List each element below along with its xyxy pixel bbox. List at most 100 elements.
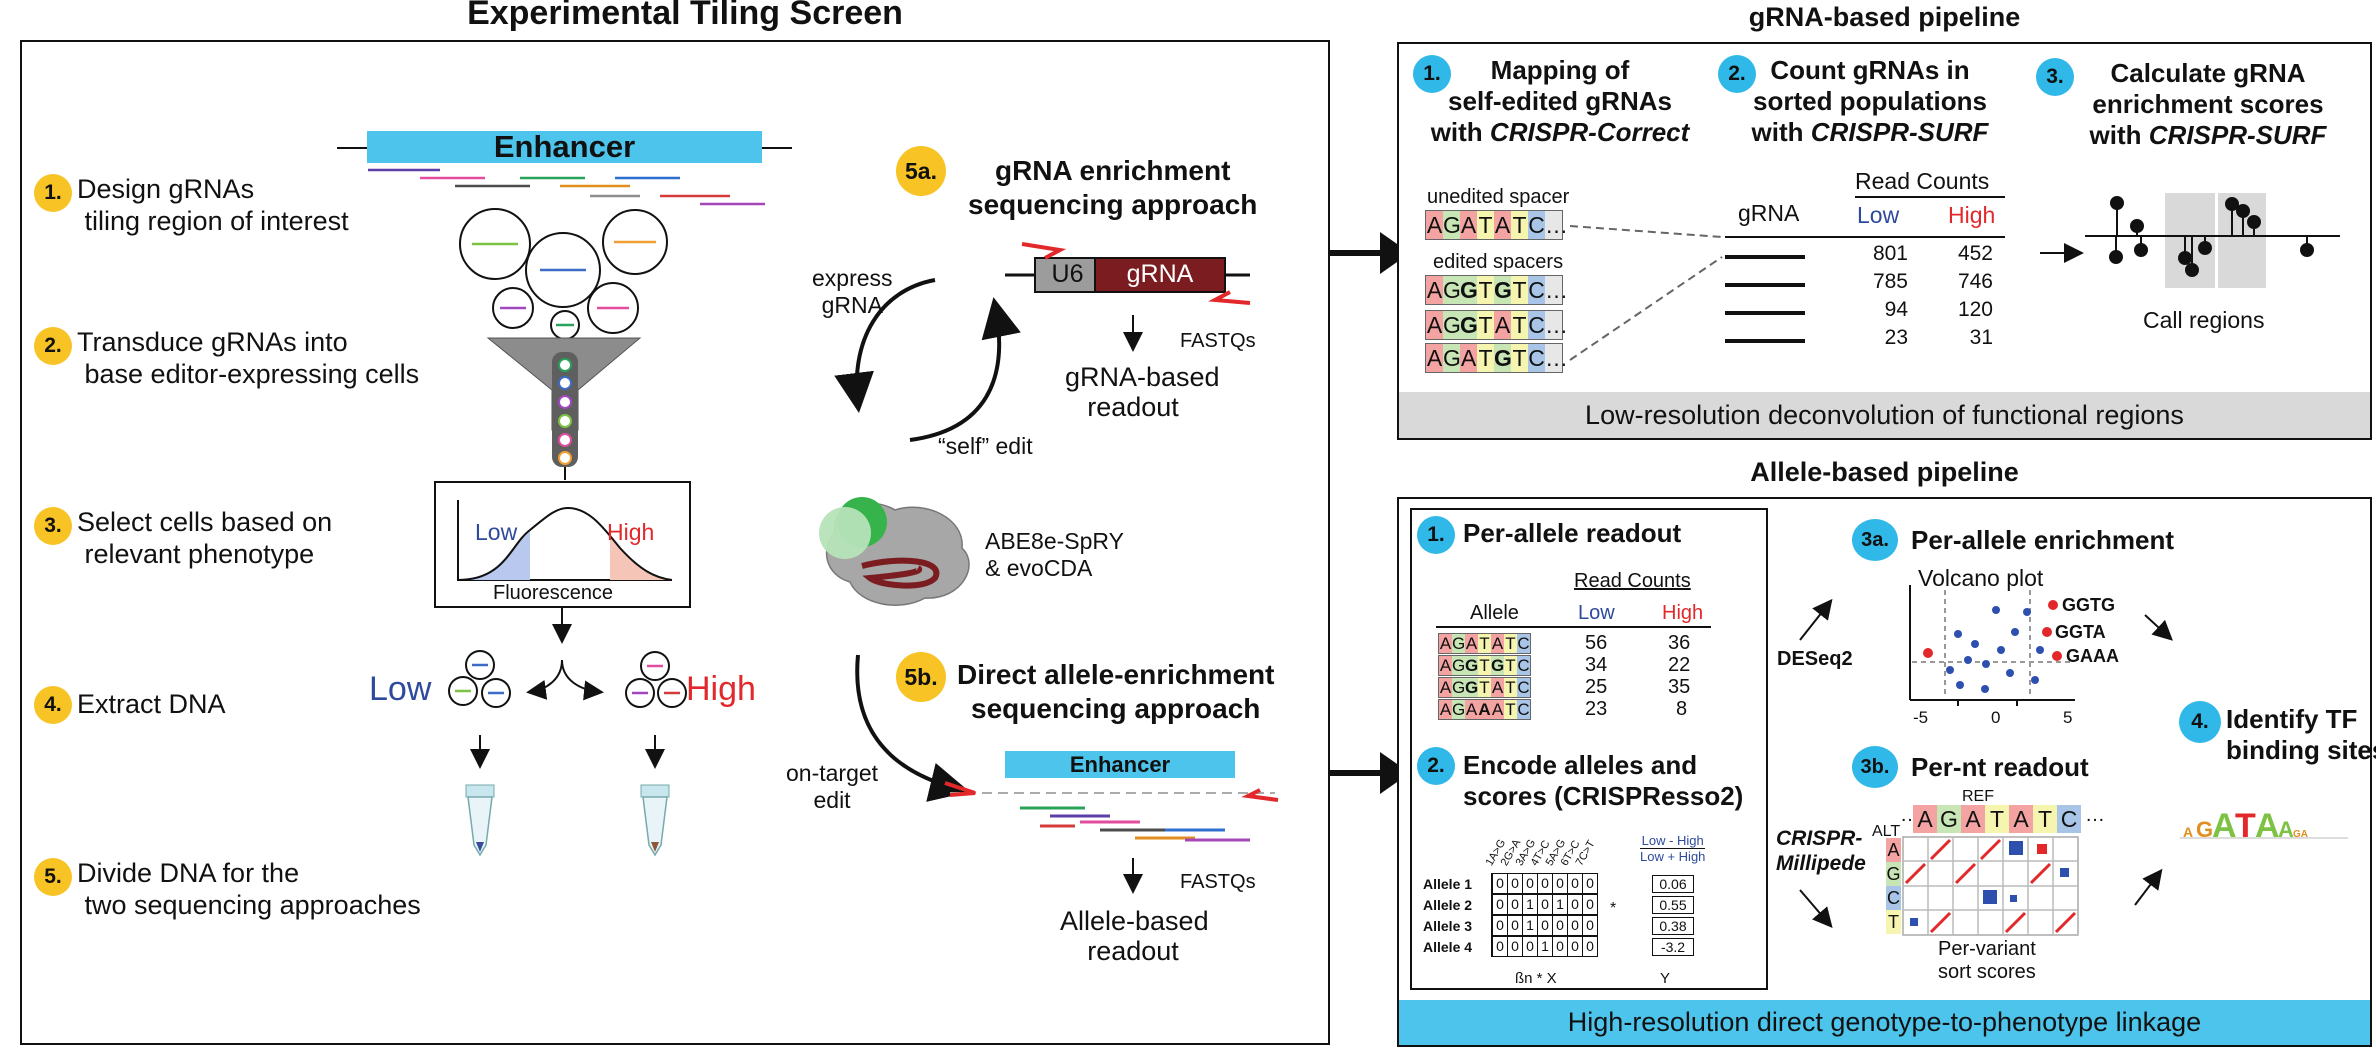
express-grna-label: express gRNA <box>812 265 893 318</box>
matrix-cell: 0 <box>1507 916 1522 935</box>
fastq-label-5a: FASTQs <box>1180 330 1256 352</box>
allele-step2-title: Encode alleles and scores (CRISPResso2) <box>1463 750 1744 811</box>
step-5a-title: gRNA enrichment sequencing approach <box>968 155 1258 220</box>
step-5-badge: 5. <box>34 858 72 896</box>
svg-text:G: G <box>2196 817 2213 842</box>
svg-text:A: A <box>2278 817 2294 842</box>
matrix-y-value: 0.55 <box>1652 895 1694 914</box>
tube-high <box>640 784 670 857</box>
matrix-cell: 0 <box>1552 874 1567 893</box>
allele1-high: 36 <box>1668 632 1691 654</box>
volcano-tick-5: 5 <box>2063 708 2073 727</box>
matrix-cell: 1 <box>1552 895 1567 914</box>
svg-text:A: A <box>2212 807 2237 845</box>
matrix-cell: 0 <box>1507 874 1522 893</box>
volcano-tick-neg5: -5 <box>1913 708 1929 727</box>
volcano-label-ggtg: GGTG <box>2062 595 2115 615</box>
svg-text:GA: GA <box>2293 829 2308 840</box>
matrix-cell: 0 <box>1552 937 1567 956</box>
self-edit-label: “self” edit <box>938 433 1033 459</box>
matrix-cell: 1 <box>1537 937 1552 956</box>
svg-text:A: A <box>2255 807 2280 845</box>
allele2-high: 22 <box>1668 654 1691 676</box>
matrix-cell: 0 <box>1582 874 1597 893</box>
matrix-cell: 0 <box>1507 937 1522 956</box>
grna-row2-high: 746 <box>1957 270 1993 293</box>
allele-high-header: High <box>1662 602 1704 624</box>
grna-row2-low: 785 <box>1872 270 1908 293</box>
allele-header-rule <box>1436 626 1711 628</box>
ratio-label: Low - High Low + High <box>1640 833 1706 864</box>
svg-text:A: A <box>2183 824 2193 840</box>
matrix-cell: 0 <box>1492 874 1507 893</box>
matrix-cell: 0 <box>1567 937 1582 956</box>
base-editor-protein <box>819 497 970 606</box>
step-3-badge: 3. <box>34 507 72 545</box>
step-5b-badge: 5b. <box>896 652 946 702</box>
on-target-edit-label: on-target edit <box>786 760 879 813</box>
enhancer-box: Enhancer <box>367 129 762 164</box>
allele-inner-box <box>1410 508 1768 990</box>
matrix-cell: 0 <box>1582 937 1597 956</box>
edited-spacers-label: edited spacers <box>1433 251 1564 273</box>
matrix-cell: 1 <box>1522 895 1537 914</box>
step-5-text: Divide DNA for the two sequencing approa… <box>77 858 421 920</box>
allele-step3a-badge: 3a. <box>1852 519 1898 561</box>
volcano-tick-0: 0 <box>1991 708 2001 727</box>
step-3-text: Select cells based on relevant phenotype <box>77 507 333 569</box>
grna-low-header: Low <box>1857 202 1900 228</box>
allele-pipeline-footer: High-resolution direct genotype-to-pheno… <box>1399 1000 2370 1045</box>
matrix-ylabel: Y <box>1660 970 1671 987</box>
step-2-text: Transduce gRNAs into base editor-express… <box>77 327 420 389</box>
grna-row4-high: 31 <box>1969 326 1993 349</box>
allele-step4-badge: 4. <box>2179 701 2221 743</box>
allele-pipeline-title: Allele-based pipeline <box>1750 457 2019 487</box>
read-counts-header: Read Counts <box>1855 168 1990 194</box>
grna-label: gRNA <box>1126 260 1194 288</box>
volcano-label-gaaa: GAAA <box>2066 646 2119 666</box>
tube-low <box>465 784 495 857</box>
tiling-grnas <box>368 168 765 206</box>
facs-low-label: Low <box>475 519 518 545</box>
matrix-cell: 0 <box>1567 895 1582 914</box>
virus-circles <box>459 208 668 340</box>
millipede-label: CRISPR- Millipede <box>1776 827 1866 875</box>
matrix-cell: 0 <box>1522 937 1537 956</box>
allele-step4-title: Identify TF binding sites <box>2226 704 2376 765</box>
alt-label: ALT <box>1872 823 1901 840</box>
tf-logo: A G A T A A GA <box>2183 807 2308 845</box>
matrix-row-label: Allele 1 <box>1423 875 1473 892</box>
step-5b-title: Direct allele-enrichment sequencing appr… <box>957 659 1275 724</box>
deseq2-label: DESeq2 <box>1777 648 1853 670</box>
enhancer-box-5b: Enhancer <box>1005 751 1235 778</box>
allele3-low: 25 <box>1585 676 1608 698</box>
step-1-text: Design gRNAs tiling region of interest <box>77 174 349 236</box>
matrix-cell: 0 <box>1537 916 1552 935</box>
matrix-cell: 0 <box>1552 916 1567 935</box>
matrix-row-label: Allele 4 <box>1423 938 1473 955</box>
matrix-y-value: 0.38 <box>1652 916 1694 935</box>
step-4-text: Extract DNA <box>77 689 226 719</box>
fastq-label-5b: FASTQs <box>1180 871 1256 893</box>
volcano-title: Volcano plot <box>1918 565 2044 591</box>
matrix-cell: 1 <box>1522 916 1537 935</box>
allele-step3b-title: Per-nt readout <box>1911 752 2089 782</box>
matrix-cell: 0 <box>1582 916 1597 935</box>
step-5a-badge: 5a. <box>896 146 946 196</box>
sort-low-label: Low <box>369 670 432 708</box>
allele-step3a-title: Per-allele enrichment <box>1911 525 2174 555</box>
grna-row1-low: 801 <box>1872 242 1908 265</box>
alt-letters: A G C T <box>1886 838 1901 934</box>
allele-step2-badge: 2. <box>1417 747 1455 785</box>
step-2-badge: 2. <box>34 327 72 365</box>
